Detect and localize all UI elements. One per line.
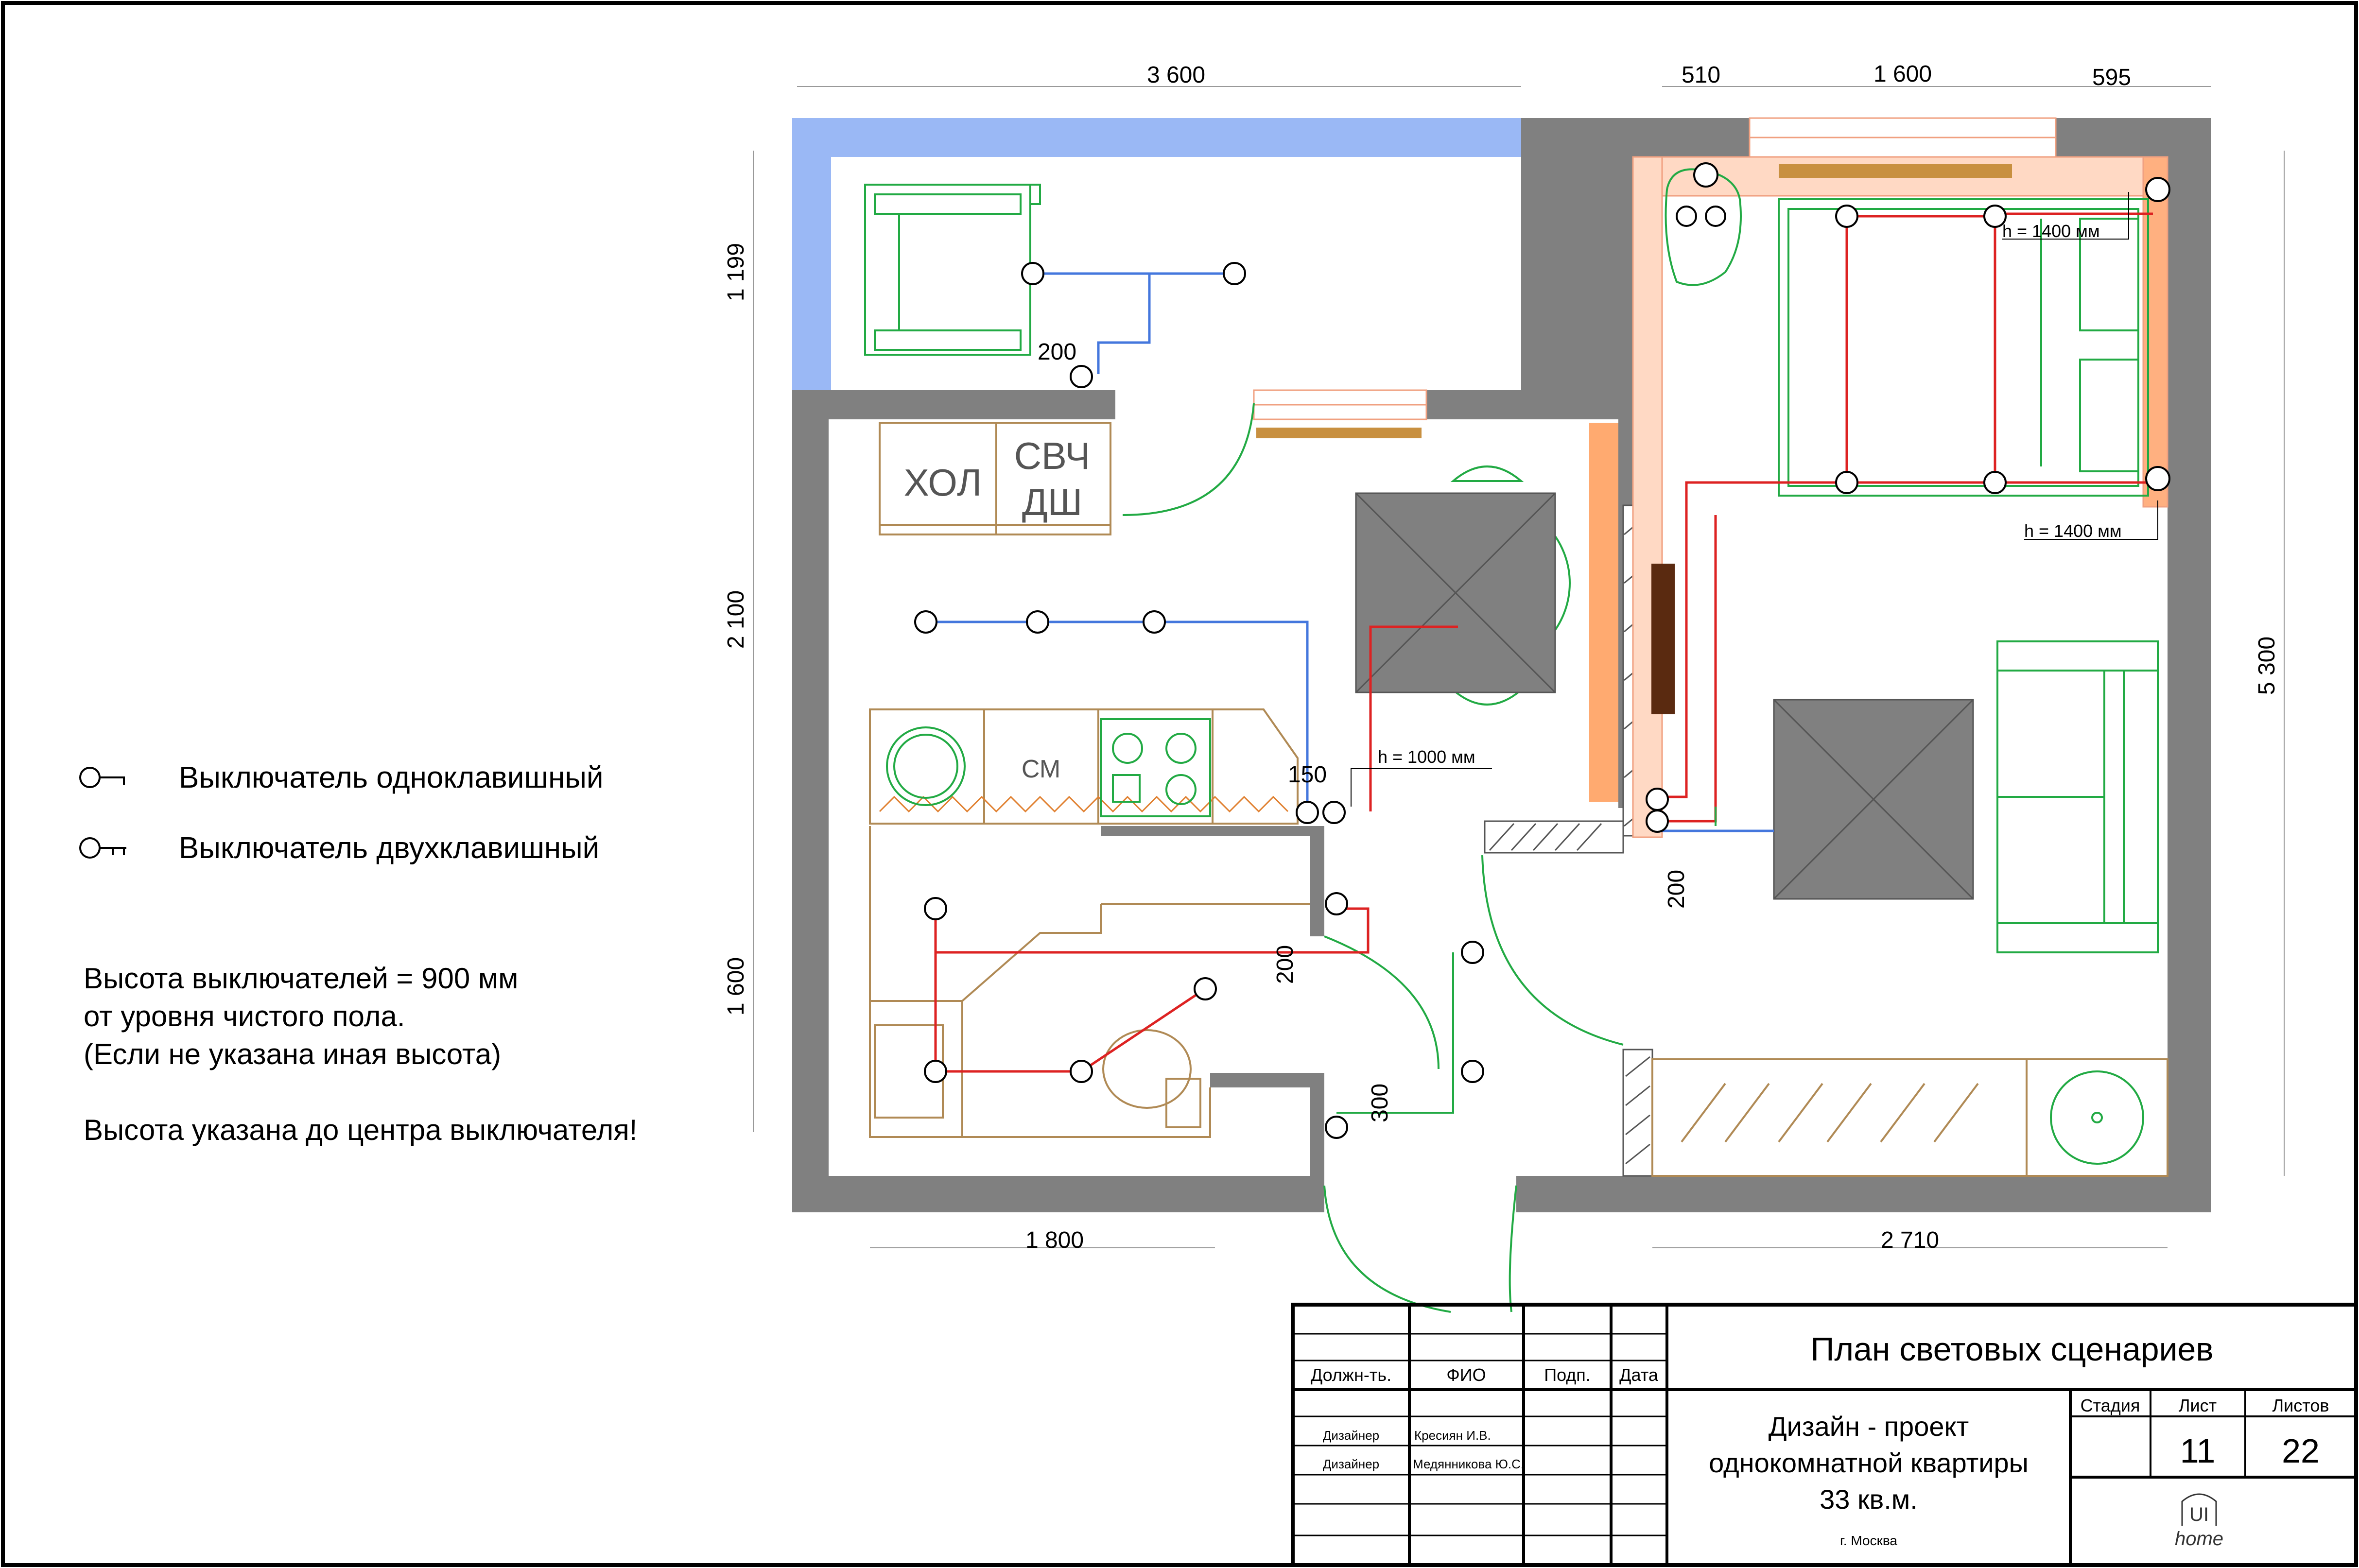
wardrobe-hangers — [1681, 1083, 1979, 1143]
h1000-label: h = 1000 мм — [1378, 747, 1475, 767]
dim-left-c: 1 600 — [723, 957, 749, 1016]
legend-single-label: Выключатель одноклавишный — [179, 761, 604, 794]
sheet-label: Лист — [2179, 1396, 2217, 1415]
h1400-bottom-label: h = 1400 мм — [2024, 521, 2122, 541]
note-line-1: Высота выключателей = 900 мм — [84, 962, 519, 995]
sheets-label: Листов — [2272, 1396, 2329, 1415]
living-lamp-square — [1773, 699, 1974, 900]
dim-top-c: 595 — [2092, 65, 2131, 90]
note-line-4: Высота указана до центра выключателя! — [84, 1114, 638, 1146]
appliance-labels: ХОЛ СВЧ ДШ СМ — [904, 434, 1091, 783]
wiring-green — [1336, 807, 1717, 1114]
wiring-red — [934, 212, 2153, 1073]
sheet-value: 11 — [2180, 1432, 2216, 1470]
title-block — [1291, 1303, 2358, 1567]
name-1: Кресиян И.В. — [1414, 1428, 1491, 1443]
wiring-blue — [926, 272, 1774, 832]
svg-text:home: home — [2175, 1528, 2223, 1550]
col-position-header: Должн-ть. — [1311, 1365, 1391, 1385]
dim-right: 5 300 — [2254, 637, 2280, 695]
height-labels: h = 1400 мм h = 1400 мм h = 1000 мм — [1378, 221, 2122, 767]
dim-left-b: 2 100 — [723, 590, 749, 649]
svg-text:UI: UI — [2189, 1504, 2209, 1525]
sheets-value: 22 — [2282, 1432, 2320, 1470]
note-line-3: (Если не указана иная высота) — [84, 1038, 502, 1070]
role-2: Дизайнер — [1323, 1457, 1379, 1471]
col-name-header: ФИО — [1446, 1365, 1486, 1385]
dim-top-left: 3 600 — [1147, 62, 1205, 88]
legend-double: Выключатель двухклавишный — [179, 831, 599, 865]
walls — [792, 118, 2211, 1212]
project-line-1: Дизайн - проект — [1769, 1411, 1969, 1442]
dim-bottom-right: 2 710 — [1881, 1227, 1939, 1253]
note-gap — [84, 1073, 637, 1111]
dim-200-b: 200 — [1272, 945, 1298, 984]
legend-double-label: Выключатель двухклавишный — [179, 831, 600, 865]
project-line-2: однокомнатной квартиры — [1709, 1447, 2029, 1478]
legend-symbols — [79, 767, 126, 859]
dimension-labels: 3 600 510 1 600 595 1 800 2 710 1 199 2 … — [723, 61, 2280, 1253]
dim-top-a: 510 — [1682, 62, 1720, 88]
stage-label: Стадия — [2081, 1396, 2140, 1415]
name-2: Медянникова Ю.С. — [1413, 1457, 1524, 1471]
dim-200-c: 200 — [1664, 870, 1689, 909]
dining-table — [1355, 492, 1556, 693]
col-date-header: Дата — [1619, 1365, 1659, 1385]
dim-top-b: 1 600 — [1873, 61, 1932, 87]
logo: UI home — [2175, 1493, 2223, 1550]
dim-left-a: 1 199 — [723, 243, 749, 301]
sheet-title: План световых сценариев — [1811, 1331, 2214, 1368]
h1400-top-label: h = 1400 мм — [2002, 221, 2100, 241]
height-leaders — [1351, 192, 2158, 807]
kitchen-fixtures — [869, 422, 2168, 1177]
fridge-label: ХОЛ — [904, 461, 982, 504]
title-block-text: Должн-ть. ФИО Подп. Дата Дизайнер Кресия… — [1311, 1331, 2329, 1548]
microwave-label: СВЧ — [1014, 434, 1091, 477]
city: г. Москва — [1840, 1533, 1897, 1548]
dishwasher-label: ДШ — [1022, 481, 1082, 523]
balcony-walls — [792, 118, 1521, 390]
dim-200-a: 200 — [1038, 339, 1076, 365]
dimension-lines — [753, 86, 2285, 1248]
light-points — [914, 162, 2170, 1139]
single-switch-icon — [79, 767, 101, 788]
hob — [886, 718, 1211, 817]
dim-bottom-left: 1 800 — [1025, 1227, 1084, 1253]
col-sign-header: Подп. — [1544, 1365, 1591, 1385]
dim-300: 300 — [1367, 1084, 1393, 1122]
washer-label: СМ — [1022, 755, 1060, 783]
switch-height-note: Высота выключателей = 900 мм от уровня ч… — [84, 960, 637, 1149]
legend-single: Выключатель одноклавишный — [179, 760, 604, 795]
doors — [1122, 403, 1624, 1313]
role-1: Дизайнер — [1323, 1428, 1379, 1443]
dim-150: 150 — [1288, 762, 1327, 788]
note-line-2: от уровня чистого пола. — [84, 1000, 405, 1033]
double-switch-icon — [79, 837, 101, 859]
project-line-3: 33 кв.м. — [1820, 1484, 1918, 1515]
